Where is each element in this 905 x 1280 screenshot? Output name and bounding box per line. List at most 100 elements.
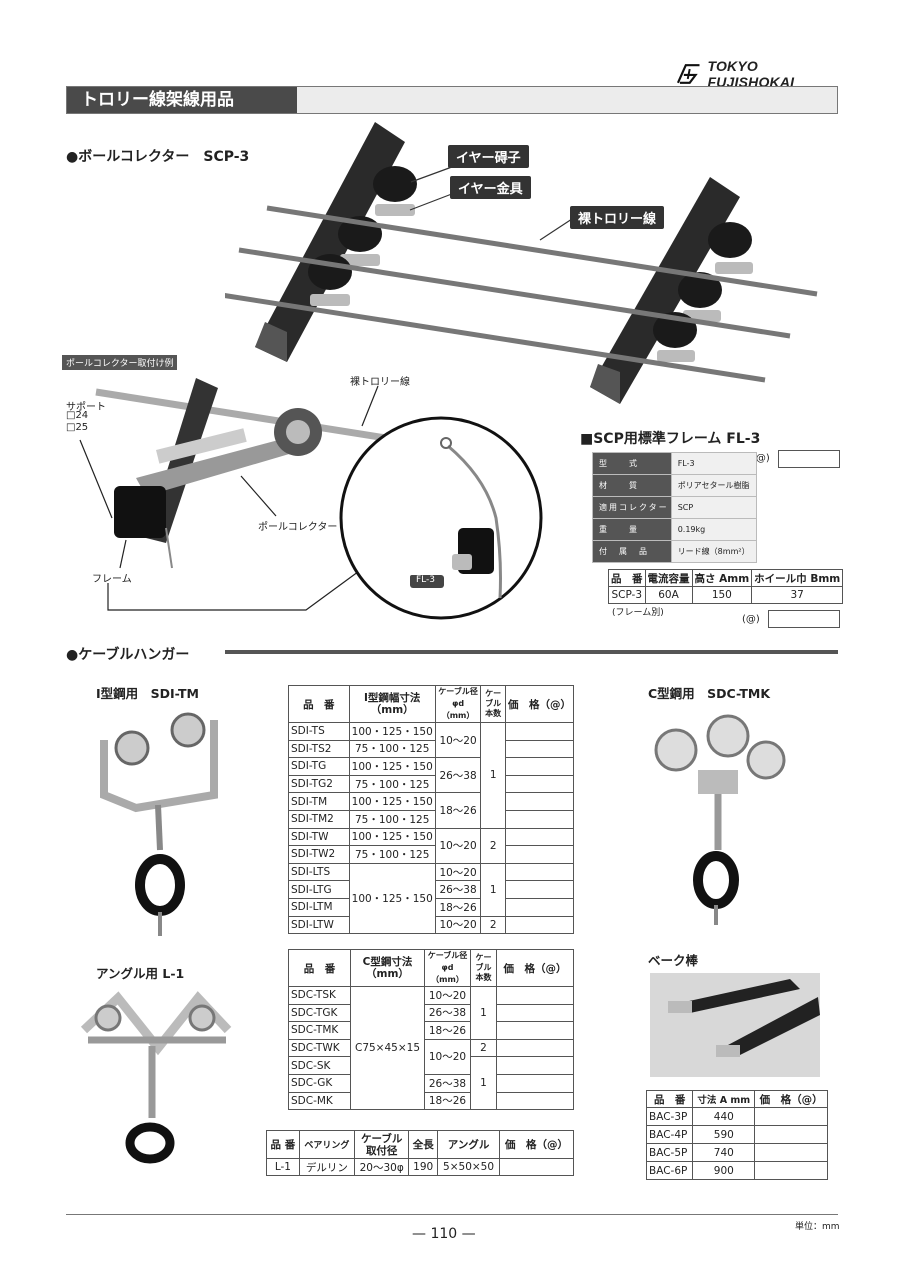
price-cell	[505, 880, 574, 899]
scp-product-illustration	[225, 122, 818, 404]
scp-table-note: (フレーム別)	[612, 608, 664, 618]
table-header-row: 品 番 I型鋼幅寸法 （mm） ケーブル径φd （mm） ケーブル 本数 価 格…	[288, 685, 574, 723]
table-row: SDI-TM2 75・100・125	[288, 809, 574, 829]
hanger-heading: ●ケーブルハンガー	[66, 647, 190, 663]
install-bare-wire-label: 裸トロリー線	[350, 377, 410, 388]
unit-note: 単位：mm	[795, 1222, 840, 1232]
table-row: SDI-TS2 75・100・125	[288, 739, 574, 759]
install-pole-collector-label: ポールコレクター	[258, 522, 338, 533]
install-example-illustration	[79, 378, 543, 620]
install-example-label: ポールコレクター取付け例	[62, 355, 178, 370]
price-cell	[754, 1161, 828, 1180]
scp-table: 品 番 電流容量 高さ Amm ホイール巾 Bmm SCP-3 60A 150 …	[608, 569, 844, 604]
page-title: トロリー線架線用品	[67, 87, 297, 113]
price-cell	[496, 1091, 574, 1111]
table-row: SDI-LTG 26〜38	[288, 880, 574, 899]
brand-mark-icon	[676, 64, 700, 84]
table-header-row: 品 番 寸法 A mm 価 格（@）	[645, 1090, 828, 1108]
price-cell	[754, 1107, 828, 1126]
price-cell	[505, 827, 574, 847]
table-row: SDI-TS 100・125・150 10〜20 1	[288, 721, 574, 829]
table-row: SDI-TW2 75・100・125	[288, 845, 574, 864]
callout-ear-fitting: イヤー金具	[450, 176, 531, 199]
scp-heading: ●ボールコレクター SCP-3	[66, 149, 250, 165]
price-cell	[496, 1073, 574, 1093]
brand-logo: TOKYO FUJISHOKAI	[676, 58, 846, 90]
price-cell	[505, 757, 574, 776]
ear-insulator-icon	[373, 166, 417, 216]
fl3-heading: ■SCP用標準フレーム FL-3	[580, 431, 761, 447]
table-row: SDC-TMK 18〜26	[288, 1021, 574, 1040]
sdi-tm-photo	[100, 712, 218, 936]
price-cell	[505, 862, 574, 882]
price-cell	[505, 915, 574, 935]
install-frame-label: フレーム	[92, 574, 132, 585]
table-row: L-1 デルリン 20〜30φ 190 5×50×50	[266, 1158, 574, 1176]
price-cell	[505, 792, 574, 811]
table-row: SDC-GK 26〜38	[288, 1073, 574, 1093]
photo-label-sdi-tm: I型鋼用 SDI-TM	[96, 686, 199, 701]
price-cell	[496, 1056, 574, 1075]
price-cell	[505, 897, 574, 917]
bake-rod-photo	[650, 973, 820, 1077]
sdc-table: 品 番 C型鋼寸法 （mm） ケーブル径φd （mm） ケーブル 本数 価 格（…	[288, 949, 574, 1111]
table-row: SDC-SK 1	[288, 1056, 574, 1111]
price-cell	[505, 809, 574, 829]
table-row: SDI-LTM 18〜26	[288, 897, 574, 917]
table-row: 付 属 品リード線（8mm²）	[592, 540, 757, 563]
table-row: SDC-TSK C75×45×15 10〜20 1	[288, 985, 574, 1111]
table-header-row: 品 番 C型鋼寸法 （mm） ケーブル径φd （mm） ケーブル 本数 価 格（…	[288, 949, 574, 987]
table-row: SDI-TG2 75・100・125	[288, 774, 574, 794]
table-row: SCP-3 60A 150 37	[608, 586, 844, 604]
table-row: SDC-TGK 26〜38	[288, 1003, 574, 1023]
table-row: SDC-TWK 10〜20 2	[288, 1038, 574, 1075]
sdc-tmk-photo	[654, 714, 786, 925]
price-cell	[754, 1125, 828, 1144]
table-row: SDI-TW 100・125・150 10〜20 2	[288, 827, 574, 864]
table-row: SDC-MK 18〜26	[288, 1091, 574, 1111]
l1-table: 品 番 ベアリング ケーブル 取付径 全長 アングル 価 格（@） L-1 デル…	[266, 1130, 574, 1176]
table-row: SDI-LTS 100・125・150 10〜20 1	[288, 862, 574, 935]
l1-photo	[80, 991, 232, 1164]
price-cell	[505, 845, 574, 864]
table-row: SDI-LTW 10〜20 2	[288, 915, 574, 935]
callout-bare-wire: 裸トロリー線	[570, 206, 665, 229]
page-number: — 110 —	[412, 1226, 476, 1242]
price-cell	[499, 1158, 574, 1176]
table-header-row: 品 番 電流容量 高さ Amm ホイール巾 Bmm	[608, 569, 844, 587]
support-24-label: □24	[66, 410, 89, 421]
table-row: 材 質ポリアセタール樹脂	[592, 474, 757, 497]
scp-price-label: (@)	[742, 614, 760, 625]
footer-divider	[66, 1214, 838, 1215]
support-label: サポート	[66, 402, 106, 413]
table-row: SDI-TM 100・125・150 18〜26	[288, 792, 574, 829]
photo-label-l1: アングル用 L-1	[96, 966, 185, 981]
support-25-label: □25	[66, 422, 89, 433]
scp-price-box	[768, 610, 840, 628]
fl3-tag: FL-3	[410, 575, 442, 585]
price-cell	[754, 1143, 828, 1162]
price-cell	[496, 1021, 574, 1040]
sdi-table: 品 番 I型鋼幅寸法 （mm） ケーブル径φd （mm） ケーブル 本数 価 格…	[288, 685, 574, 935]
callout-ear-insulator: イヤー碍子	[448, 145, 529, 168]
fl3-price-label: (@)	[752, 453, 770, 464]
table-header-row: 品 番 ベアリング ケーブル 取付径 全長 アングル 価 格（@）	[266, 1130, 574, 1159]
price-cell	[505, 722, 574, 741]
fl3-price-box	[778, 450, 840, 468]
hanger-divider	[225, 650, 838, 654]
price-cell	[496, 1003, 574, 1023]
table-row: SDI-TG 100・125・150 26〜38	[288, 757, 574, 794]
price-cell	[505, 739, 574, 759]
page-title-bar: トロリー線架線用品	[66, 86, 838, 114]
price-cell	[496, 986, 574, 1005]
price-cell	[505, 774, 574, 794]
price-cell	[496, 1038, 574, 1058]
